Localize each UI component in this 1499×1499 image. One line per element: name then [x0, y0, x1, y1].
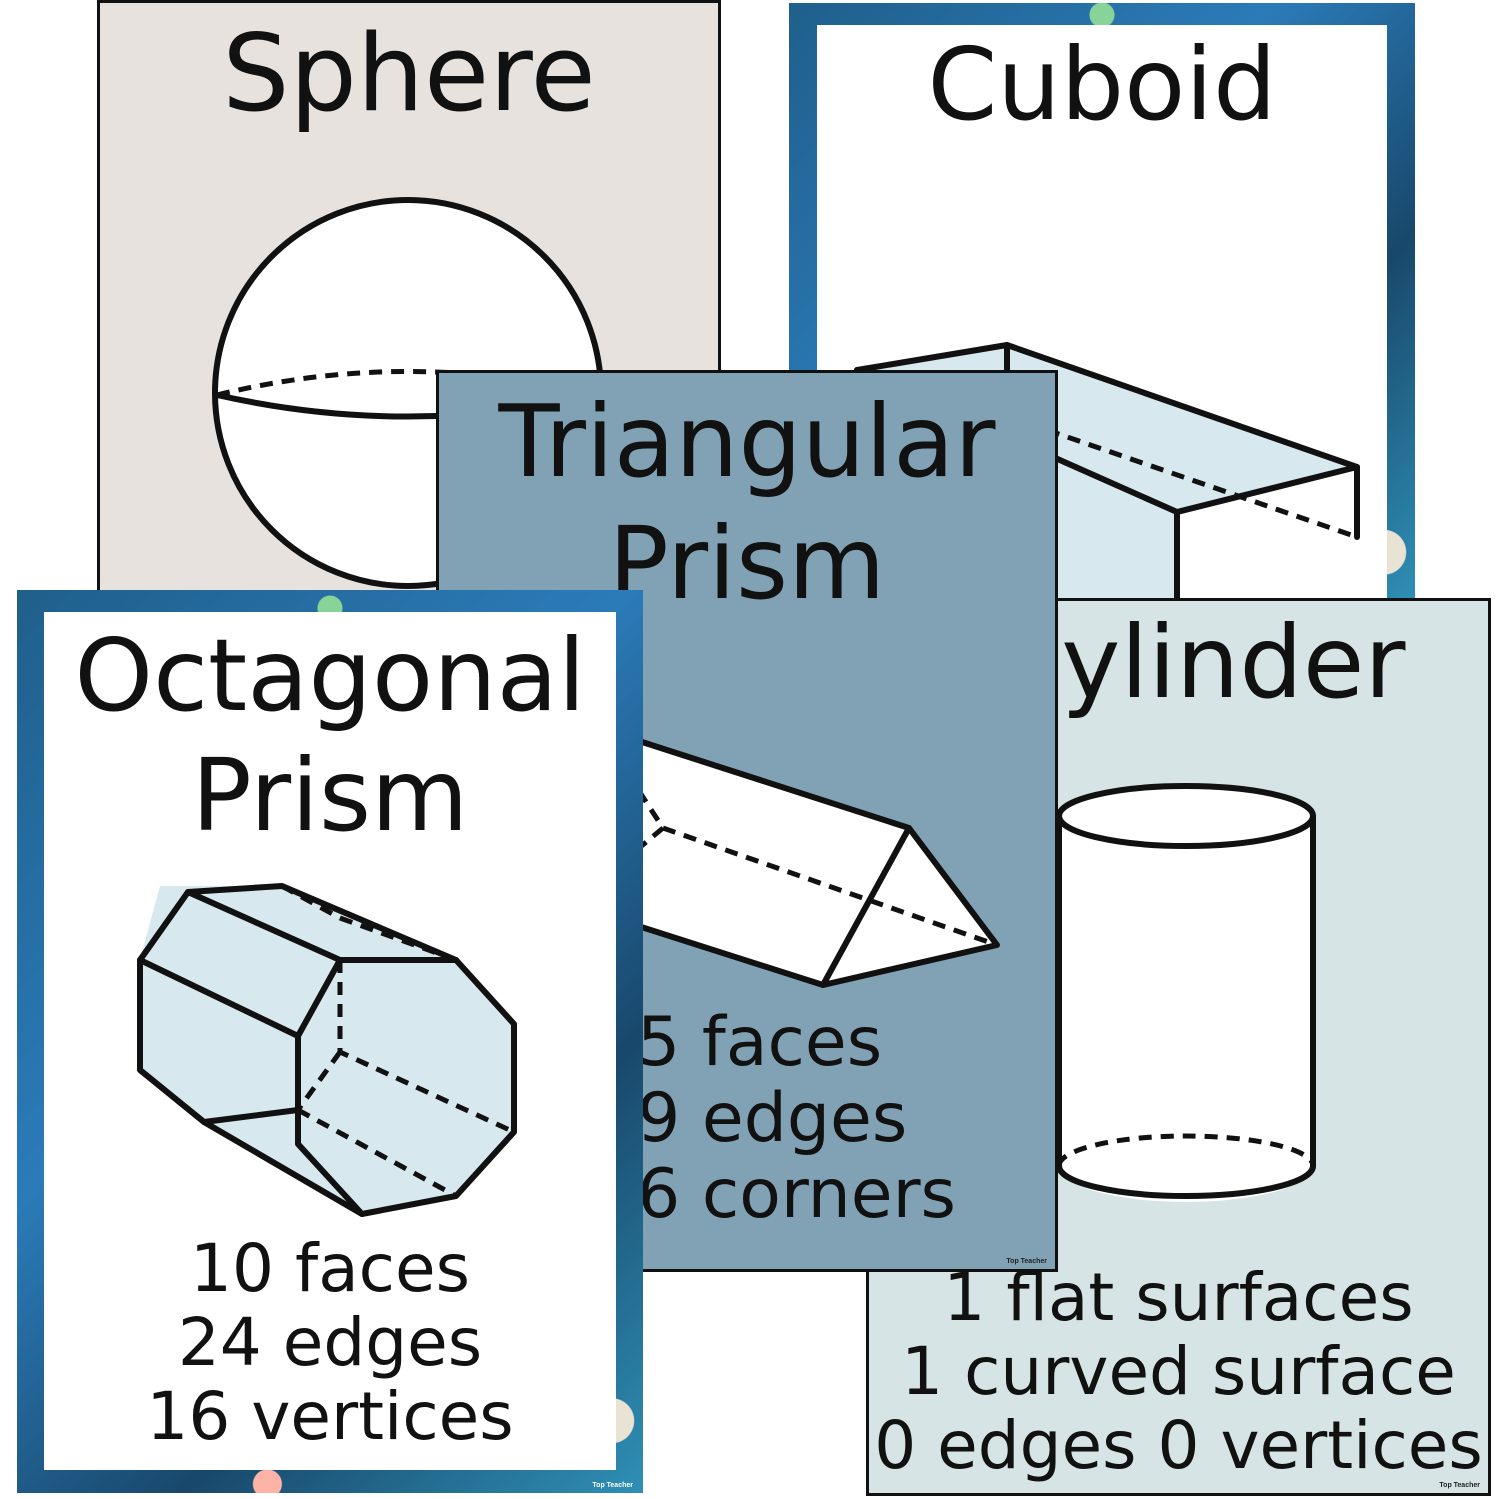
cylinder-title-line: Cylinder — [991, 604, 1406, 721]
cylinder-fact-2: 1 curved surface — [901, 1332, 1456, 1410]
octagonal-prism-brand: Top Teacher — [592, 1482, 633, 1489]
cylinder-facts: 1 flat surfaces 1 curved surface 0 edges… — [869, 1261, 1488, 1483]
cylinder-shape — [1056, 783, 1316, 1202]
sphere-title-line: Sphere — [222, 12, 596, 135]
octagonal-prism-fact-2: 24 edges — [177, 1303, 483, 1381]
cylinder-title: Cylinder — [869, 607, 1488, 719]
triangular-prism-title-line-2: Prism — [608, 505, 886, 622]
cylinder-brand: Top Teacher — [1439, 1482, 1480, 1489]
octagonal-prism-fact-1: 10 faces — [190, 1230, 470, 1307]
octagonal-prism-facts: 10 faces 24 edges 16 vertices — [44, 1232, 616, 1454]
triangular-prism-brand: Top Teacher — [1006, 1258, 1047, 1265]
octagonal-prism-title-line-1: Octagonal — [74, 617, 586, 734]
triangular-prism-fact-1: 5 faces — [637, 1003, 883, 1082]
octagonal-prism-title: Octagonal Prism — [44, 616, 616, 856]
triangular-prism-fact-3: 6 corners — [637, 1155, 956, 1235]
triangular-prism-title-line-1: Triangular — [498, 383, 996, 500]
octagonal-prism-title-line-2: Prism — [191, 737, 469, 854]
octagonal-prism-card: Octagonal Prism 10 faces 24 edges 16 ver… — [17, 590, 643, 1493]
octagonal-prism-shape — [137, 883, 517, 1217]
cylinder-fact-1: 1 flat surfaces — [943, 1259, 1414, 1336]
octagonal-prism-inner: Octagonal Prism 10 faces 24 edges 16 ver… — [44, 612, 616, 1470]
cylinder-fact-3: 0 edges 0 vertices — [874, 1406, 1483, 1484]
octagonal-prism-fact-3: 16 vertices — [146, 1377, 514, 1455]
sphere-title: Sphere — [100, 12, 718, 135]
triangular-prism-title: Triangular Prism — [439, 381, 1055, 625]
triangular-prism-shape — [632, 738, 1000, 988]
cuboid-title: Cuboid — [817, 29, 1387, 141]
triangular-prism-facts: 5 faces 9 edges 6 corners — [637, 1003, 956, 1235]
triangular-prism-fact-2: 9 edges — [637, 1079, 908, 1159]
cuboid-title-line: Cuboid — [927, 26, 1277, 143]
